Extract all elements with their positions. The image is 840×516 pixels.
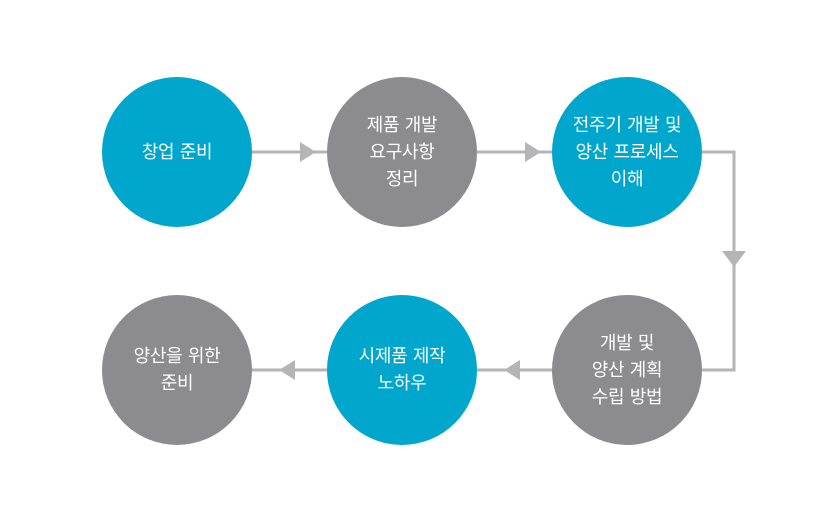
arrow-right-icon xyxy=(525,142,541,162)
step-mass-production-prep: 양산을 위한 준비 xyxy=(102,295,252,445)
step-label: 제품 개발 요구사항 정리 xyxy=(366,114,438,190)
step-label: 개발 및 양산 계획 수립 방법 xyxy=(591,332,663,408)
step-label: 양산을 위한 준비 xyxy=(133,346,221,394)
step-startup-preparation: 창업 준비 xyxy=(102,77,252,227)
arrow-left-icon xyxy=(504,360,520,380)
step-prototype-knowhow: 시제품 제작 노하우 xyxy=(327,295,477,445)
step-product-requirements: 제품 개발 요구사항 정리 xyxy=(327,77,477,227)
step-label: 전주기 개발 및 양산 프로세스 이해 xyxy=(572,114,682,190)
step-label: 창업 준비 xyxy=(141,141,213,163)
arrow-right-icon xyxy=(300,142,316,162)
step-label: 시제품 제작 노하우 xyxy=(358,346,446,394)
connector-line-3-4 xyxy=(702,150,736,372)
step-lifecycle-process: 전주기 개발 및 양산 프로세스 이해 xyxy=(552,77,702,227)
arrow-down-icon xyxy=(722,251,746,267)
step-production-planning: 개발 및 양산 계획 수립 방법 xyxy=(552,295,702,445)
arrow-left-icon xyxy=(279,360,295,380)
